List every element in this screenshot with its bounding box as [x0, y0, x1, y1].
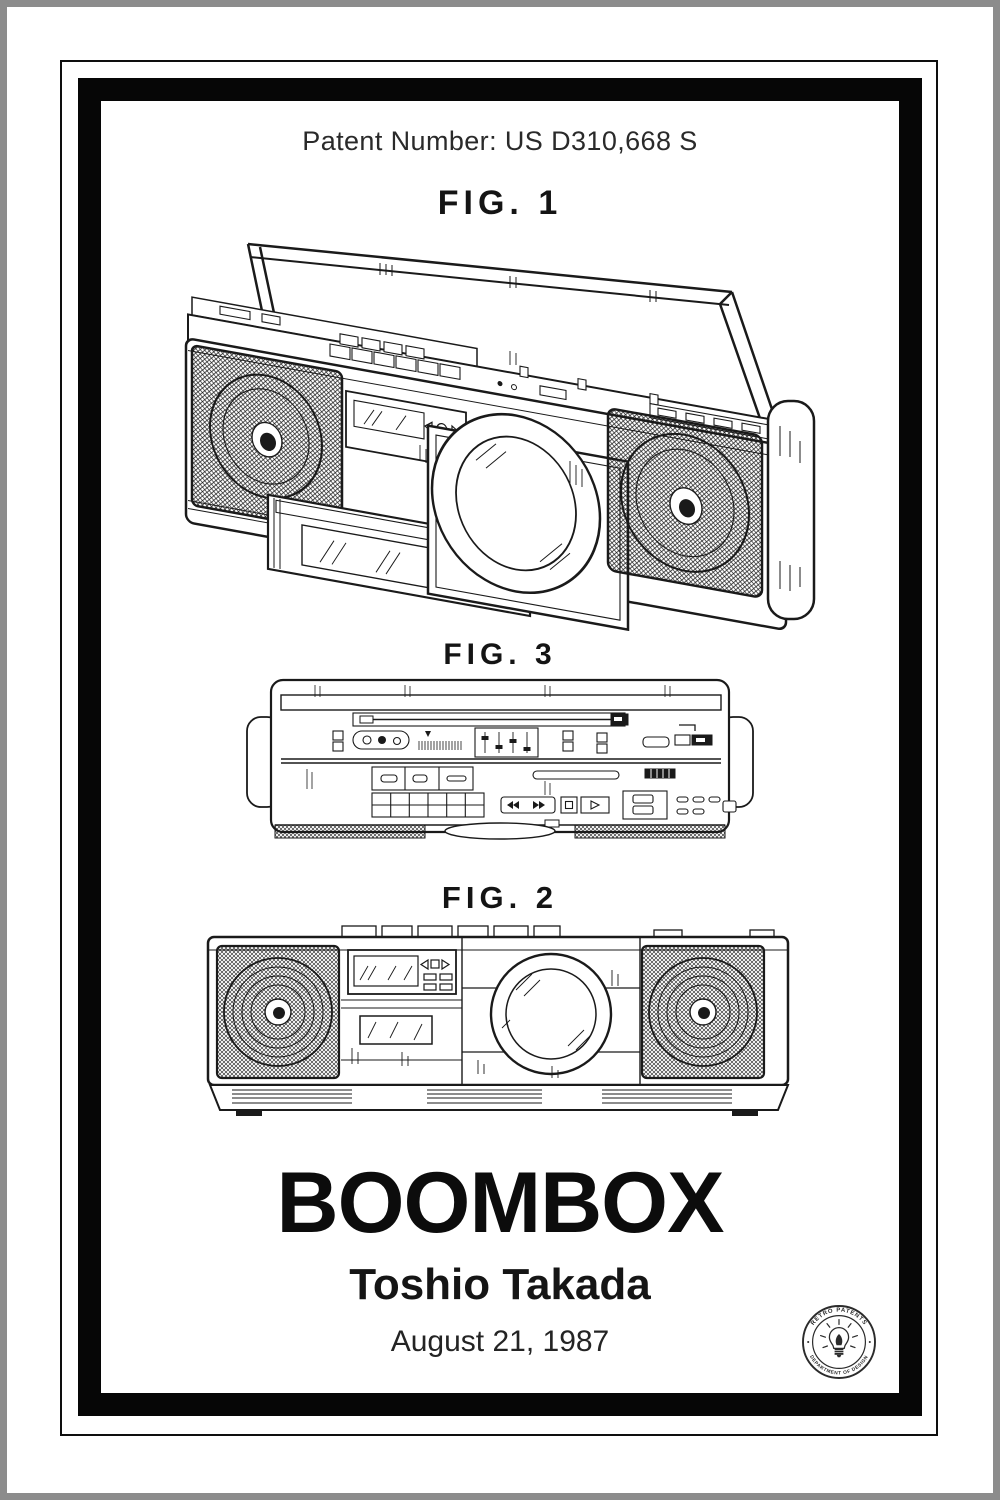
fig3-label: FIG. 3 — [0, 640, 1000, 670]
fig1-boombox-perspective-drawing — [180, 231, 820, 631]
fig2-left-speaker — [217, 946, 339, 1078]
lightbulb-icon — [821, 1320, 858, 1358]
patent-number: Patent Number: US D310,668 S — [0, 128, 1000, 155]
fig2-boombox-front-view-drawing — [202, 920, 797, 1128]
fig3-boombox-top-view-drawing — [245, 673, 755, 851]
fig2-cassette-display — [348, 950, 456, 994]
fig1-right-end-cap — [768, 401, 814, 619]
fig2-label: FIG. 2 — [0, 882, 1000, 913]
fig3-handle-bar — [281, 695, 721, 710]
fig2-lower-window — [360, 1016, 432, 1044]
inventor-name: Toshio Takada — [0, 1263, 1000, 1307]
fig1-label: FIG. 1 — [0, 186, 1000, 220]
fig2-woofer-circle — [491, 954, 611, 1074]
fig1-right-speaker — [608, 408, 762, 598]
fig3-antenna — [353, 713, 628, 726]
fig2-base — [210, 1085, 788, 1116]
poster-title: BOOMBOX — [0, 1160, 1000, 1246]
retro-patents-badge: RETRO PATENTS DEPARTMENT OF DESIGN — [799, 1302, 879, 1382]
fig2-right-speaker — [642, 946, 764, 1078]
